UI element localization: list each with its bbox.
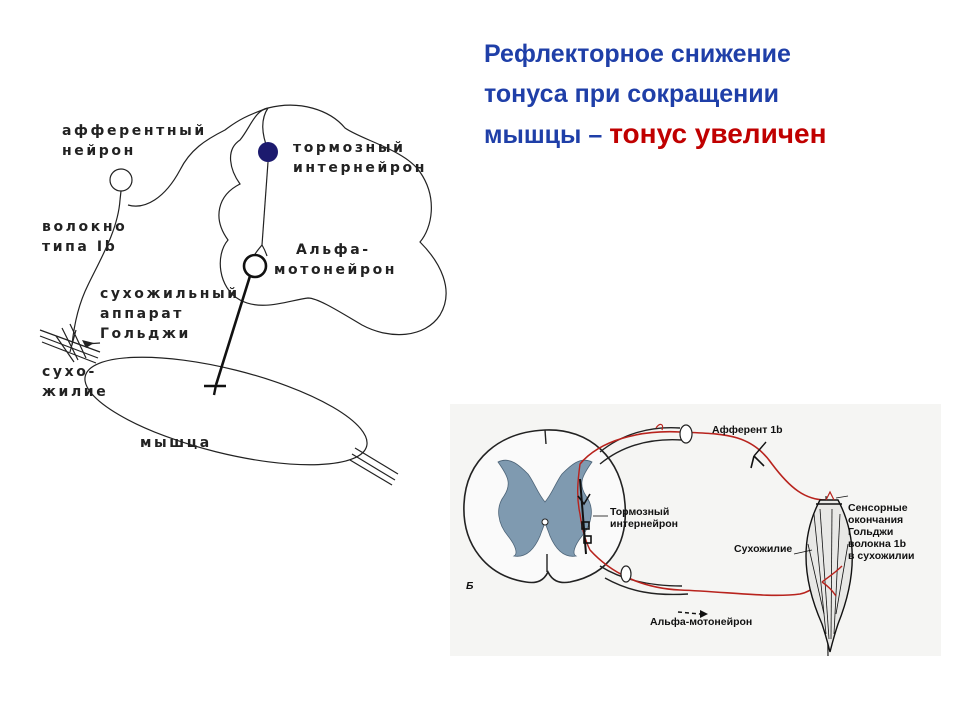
label-inhibitory-line1: тормозный xyxy=(293,140,406,156)
label-panel-letter: Б xyxy=(466,580,474,592)
label-inhibitory-b-line2: интернейрон xyxy=(610,518,678,530)
label-afferent-neuron-line1: афферентный xyxy=(62,123,207,139)
fiber-ib xyxy=(71,199,121,346)
motor-arrow xyxy=(677,611,701,615)
spinal-cord-outline xyxy=(218,104,447,336)
label-alpha-motoneuron-b: Альфа-мотонейрон xyxy=(650,616,753,628)
label-inhibitory-interneuron: тормозный интернейрон xyxy=(293,138,427,178)
label-golgi-line1: сухожильный xyxy=(100,286,240,302)
afferent-1b-fiber xyxy=(579,430,827,501)
label-afferent-neuron: афферентный нейрон xyxy=(62,121,207,161)
label-fiber-ib: волокно типа Ib xyxy=(42,217,127,257)
reflex-schematic xyxy=(39,104,447,486)
textbook-figure xyxy=(463,423,853,656)
label-fiber-line1: волокно xyxy=(42,219,128,235)
label-golgi-apparatus: сухожильный аппарат Гольджи xyxy=(100,284,240,344)
label-golgi-line3: Гольджи xyxy=(100,326,191,342)
label-fiber-line2: типа Ib xyxy=(42,239,118,255)
label-alpha-line2: мотонейрон xyxy=(274,262,398,278)
label-tendon-line2: жилие xyxy=(42,384,109,400)
label-sensory-line4: волокна 1b xyxy=(848,538,907,550)
afferent-arrow xyxy=(750,455,765,469)
title-line-3: мышцы – тонус увеличен xyxy=(484,114,944,155)
label-sensory-line2: окончания xyxy=(848,514,904,526)
grey-matter xyxy=(497,459,593,557)
title-line-1: Рефлекторное снижение xyxy=(484,40,791,68)
afferent-neuron-soma xyxy=(109,168,133,192)
title-line-3-prefix: мышцы – xyxy=(484,121,610,149)
label-afferent-neuron-line2: нейрон xyxy=(62,143,136,159)
title-accent: тонус увеличен xyxy=(609,118,827,149)
label-sensory-line5: в сухожилии xyxy=(848,550,915,562)
label-golgi-line2: аппарат xyxy=(100,306,185,322)
inhibitory-interneuron-soma xyxy=(258,142,278,162)
textbook-figure-panel: Афферент 1b Тормозный интернейрон Сенсор… xyxy=(450,404,941,656)
label-tendon-b: Сухожилие xyxy=(734,543,793,555)
label-inhibitory-b-line1: Тормозный xyxy=(610,506,670,518)
label-muscle: мышца xyxy=(140,435,212,451)
label-alpha-motoneuron: Альфа- мотонейрон xyxy=(274,240,397,280)
slide-title: Рефлекторное снижение тонуса при сокраще… xyxy=(484,34,944,155)
label-sensory-endings: Сенсорные окончания Гольджи волокна 1b в… xyxy=(848,502,915,562)
label-alpha-line1: Альфа- xyxy=(296,242,371,258)
muscle-body xyxy=(84,356,368,466)
alpha-motoneuron-soma xyxy=(242,253,268,279)
label-afferent-1b: Афферент 1b xyxy=(712,424,783,436)
title-line-2: тонуса при сокращении xyxy=(484,80,780,108)
label-tendon: сухо- жилие xyxy=(42,362,108,402)
afferent-fiber xyxy=(127,107,269,207)
golgi-apparatus xyxy=(55,323,87,363)
alpha-motoneuron-axon xyxy=(214,275,252,386)
label-inhibitory-line2: интернейрон xyxy=(293,160,428,176)
label-inhibitory-interneuron-b: Тормозный интернейрон xyxy=(610,506,678,530)
label-sensory-line1: Сенсорные xyxy=(848,502,908,514)
inhibitory-interneuron-path xyxy=(579,478,587,555)
label-tendon-line1: сухо- xyxy=(42,364,97,380)
neuromuscular-junction xyxy=(204,384,226,396)
label-sensory-line3: Гольджи xyxy=(848,526,894,538)
dorsal-root xyxy=(599,427,681,453)
